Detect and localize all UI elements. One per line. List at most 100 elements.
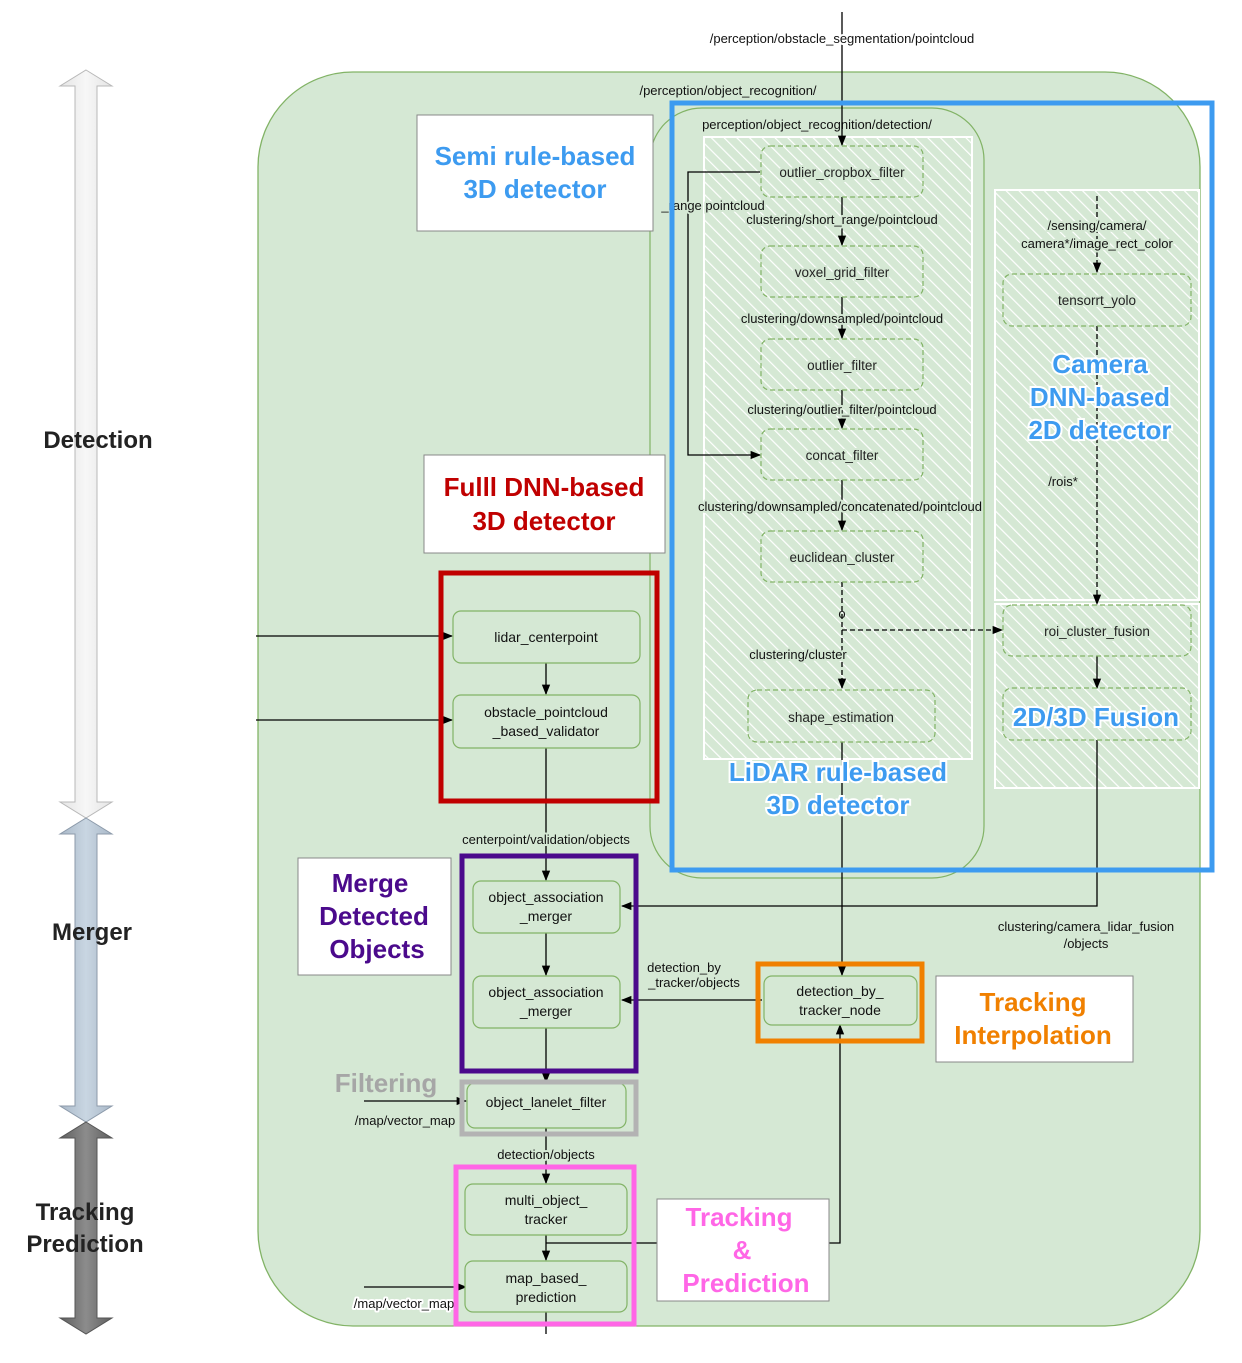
- topic-camera-line2: camera*/image_rect_color: [1021, 236, 1173, 251]
- callout-line1: Tracking: [980, 987, 1087, 1017]
- frame-blue-rule-based: [669, 100, 1215, 873]
- node-roi-cluster-fusion[interactable]: roi_cluster_fusion: [1002, 604, 1192, 657]
- node-object-association-merger-1[interactable]: object_association _merger: [472, 880, 621, 934]
- frame-orange-tracking-interp: [755, 961, 925, 1044]
- callout-tracking-pred: Tracking & Prediction: [656, 1198, 830, 1302]
- node-label-line1: multi_object_: [505, 1192, 588, 1208]
- topic-rois: /rois*: [1048, 474, 1078, 489]
- phase-label-detection: Detection: [43, 427, 152, 454]
- callout-lidar-line2: 3D detector: [766, 790, 909, 820]
- node-shape-estimation[interactable]: shape_estimation: [747, 689, 936, 743]
- callout-tracking-interp: Tracking Interpolation: [935, 975, 1134, 1063]
- phase-label-prediction: Prediction: [26, 1231, 143, 1258]
- node-label: shape_estimation: [788, 710, 894, 725]
- node-label: euclidean_cluster: [789, 550, 895, 565]
- node-label-line1: object_association: [488, 889, 603, 905]
- callout-camera-line3: 2D detector: [1028, 415, 1171, 445]
- topic-short-range: clustering/short_range/pointcloud: [746, 212, 938, 227]
- callout-line1: Tracking: [686, 1202, 793, 1232]
- node-object-lanelet-filter[interactable]: object_lanelet_filter: [466, 1082, 627, 1129]
- frame-gray-filtering: [459, 1079, 639, 1137]
- callout-line3: Objects: [329, 934, 424, 964]
- node-multi-object-tracker[interactable]: multi_object_ tracker: [464, 1183, 628, 1236]
- node-label-line2: tracker_node: [799, 1002, 881, 1018]
- node-label-line1: object_association: [488, 984, 603, 1000]
- topic-detection-by-tracker-2: _tracker/objects: [647, 975, 740, 990]
- node-obstacle-pointcloud-validator[interactable]: obstacle_pointcloud _based_validator: [452, 694, 641, 749]
- callout-line2: Interpolation: [954, 1020, 1111, 1050]
- callout-line2: 3D detector: [472, 506, 615, 536]
- node-label-line2: _based_validator: [492, 723, 600, 739]
- callout-line3: Prediction: [682, 1268, 809, 1298]
- topic-detection-objects: detection/objects: [497, 1147, 595, 1162]
- topic-centerpoint-validation: centerpoint/validation/objects: [462, 832, 630, 847]
- topic-object-recognition: /perception/object_recognition/: [639, 83, 816, 98]
- callout-camera-line1: Camera: [1052, 349, 1148, 379]
- node-label: outlier_filter: [807, 358, 877, 373]
- callout-lidar-line1: LiDAR rule-based: [729, 757, 947, 787]
- callout-line2: 3D detector: [463, 174, 606, 204]
- frame-purple-merge: [459, 853, 639, 1074]
- topic-range-pointcloud: _range pointcloud: [660, 198, 764, 213]
- phase-label-tracking: Tracking: [36, 1199, 135, 1226]
- node-label-line2: _merger: [519, 908, 572, 924]
- node-label-line1: map_based_: [506, 1270, 587, 1286]
- node-label: concat_filter: [806, 448, 879, 463]
- edge-range-bypass: [687, 171, 762, 460]
- node-map-based-prediction[interactable]: map_based_ prediction: [464, 1260, 628, 1313]
- callout-semi-rule: Semi rule-based 3D detector: [416, 114, 654, 232]
- node-tensorrt-yolo[interactable]: tensorrt_yolo: [1002, 273, 1192, 327]
- node-voxel-grid-filter[interactable]: voxel_grid_filter: [760, 245, 924, 298]
- node-label: outlier_cropbox_filter: [779, 165, 905, 180]
- phase-label-merger: Merger: [52, 919, 132, 946]
- edge-tracker-dbt: [546, 1023, 845, 1244]
- node-object-association-merger-2[interactable]: object_association _merger: [472, 975, 621, 1029]
- callout-camera-line2: DNN-based: [1030, 382, 1170, 412]
- topic-detection-by-tracker-1: detection_by: [647, 960, 721, 975]
- edges: [256, 12, 1102, 1334]
- node-concat-filter[interactable]: concat_filter: [760, 428, 924, 481]
- node-label-line1: obstacle_pointcloud: [484, 704, 608, 720]
- node-label-line2: _merger: [519, 1003, 572, 1019]
- topic-outlier-filter-pc: clustering/outlier_filter/pointcloud: [747, 402, 936, 417]
- topic-obstacle-segmentation: /perception/obstacle_segmentation/pointc…: [710, 31, 975, 46]
- node-label-line2: prediction: [516, 1289, 577, 1305]
- node-label-line2: tracker: [525, 1211, 568, 1227]
- topic-detection-namespace: perception/object_recognition/detection/: [702, 117, 932, 132]
- callout-full-dnn: Fulll DNN-based 3D detector: [423, 454, 666, 554]
- node-label: lidar_centerpoint: [494, 629, 598, 645]
- node-label-line1: detection_by_: [796, 983, 883, 999]
- callout-fusion: 2D/3D Fusion: [1013, 702, 1179, 732]
- frame-red-dnn: [438, 570, 660, 804]
- topic-cluster-dot: o: [838, 606, 845, 621]
- topic-vector-map-2: /map/vector_map: [354, 1296, 454, 1311]
- topic-downsampled: clustering/downsampled/pointcloud: [741, 311, 943, 326]
- callout-line1: Semi rule-based: [435, 141, 636, 171]
- callout-line1: Merge: [332, 868, 409, 898]
- node-euclidean-cluster[interactable]: euclidean_cluster: [760, 530, 924, 583]
- frame-pink-tracking-pred: [453, 1164, 637, 1327]
- node-label: voxel_grid_filter: [795, 265, 890, 280]
- callout-line2: Detected: [319, 901, 429, 931]
- node-outlier-cropbox-filter[interactable]: outlier_cropbox_filter: [760, 145, 924, 198]
- node-detection-by-tracker[interactable]: detection_by_ tracker_node: [763, 975, 918, 1026]
- node-outlier-filter[interactable]: outlier_filter: [760, 338, 924, 391]
- topic-camera-lidar-fusion-2: /objects: [1064, 936, 1109, 951]
- callout-filtering: Filtering: [335, 1068, 438, 1098]
- node-label: roi_cluster_fusion: [1044, 624, 1150, 639]
- topic-concatenated: clustering/downsampled/concatenated/poin…: [698, 499, 982, 514]
- callout-line1: Fulll DNN-based: [444, 472, 645, 502]
- topic-camera-lidar-fusion-1: clustering/camera_lidar_fusion: [998, 919, 1174, 934]
- node-label: tensorrt_yolo: [1058, 293, 1136, 308]
- topic-cluster: clustering/cluster: [749, 647, 847, 662]
- edge-fusion-merger: [620, 740, 1098, 911]
- callout-merge: Merge Detected Objects: [297, 857, 452, 976]
- topic-camera-line1: /sensing/camera/: [1048, 218, 1147, 233]
- node-lidar-centerpoint[interactable]: lidar_centerpoint: [452, 610, 641, 664]
- topic-vector-map-1: /map/vector_map: [355, 1113, 455, 1128]
- node-label: object_lanelet_filter: [486, 1094, 607, 1110]
- phase-arrow-merger: [58, 817, 114, 1123]
- node-fusion-box[interactable]: [1002, 687, 1192, 741]
